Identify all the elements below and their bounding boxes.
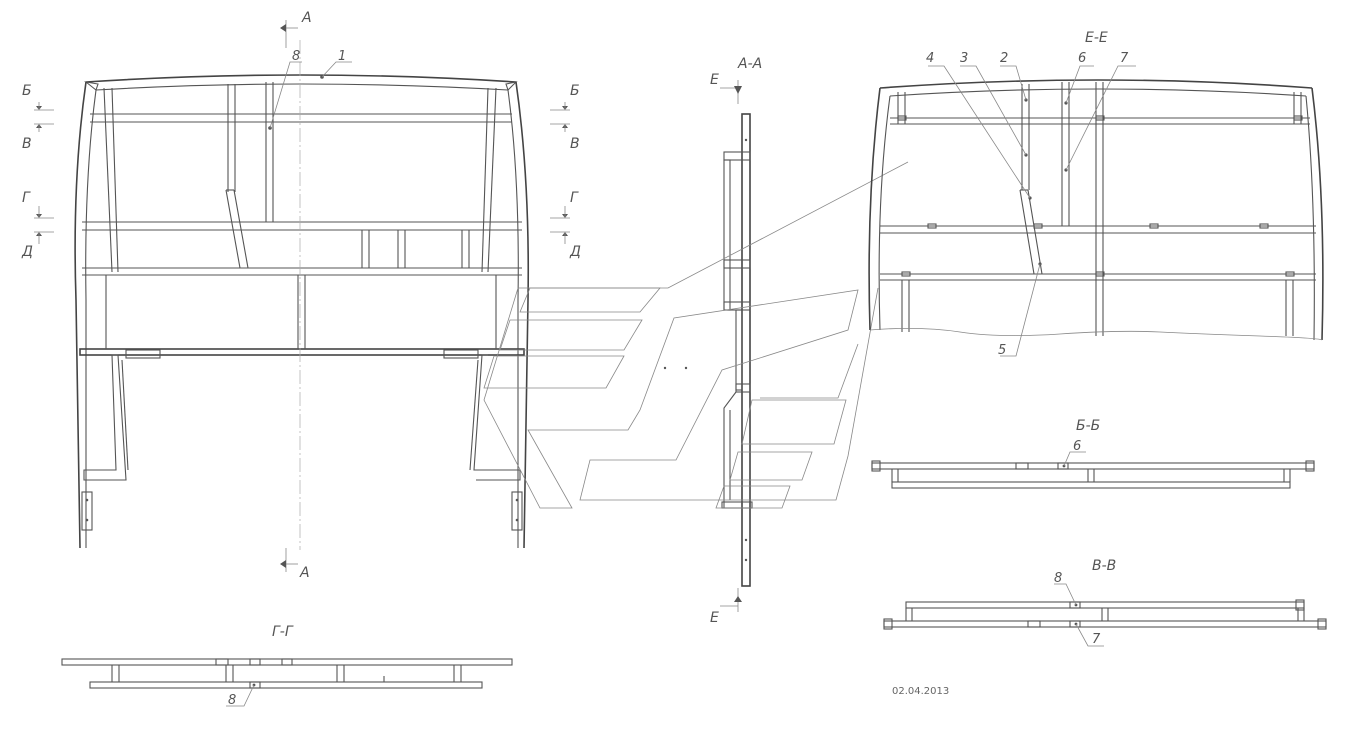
view-title-vv: В-В: [1092, 558, 1116, 574]
section-gg-view: [61, 658, 513, 707]
callout-4-ee: 4: [926, 51, 934, 66]
callout-8-front: 8: [292, 49, 300, 64]
section-mark-a-top: А: [301, 10, 312, 26]
callout-6-bb: 6: [1073, 439, 1081, 454]
callout-6-ee: 6: [1078, 51, 1086, 66]
section-aa-view: [483, 80, 909, 612]
section-mark-v-left: В: [22, 136, 32, 152]
callout-7-ee: 7: [1120, 51, 1129, 66]
section-ee-view: [868, 65, 1324, 357]
callout-7-vv: 7: [1092, 632, 1101, 647]
section-mark-d-left: Д: [21, 244, 33, 260]
view-title-gg: Г-Г: [272, 624, 294, 640]
callout-8-gg: 8: [228, 693, 236, 708]
section-bb-view: [871, 451, 1315, 489]
section-mark-a-bottom: А: [299, 565, 310, 581]
section-mark-e-top: Е: [710, 72, 719, 88]
view-title-ee: Е-Е: [1085, 30, 1108, 46]
callout-8-vv: 8: [1054, 571, 1062, 586]
section-vv-view: [883, 583, 1327, 647]
drawing-date: 02.04.2013: [892, 686, 949, 697]
section-mark-b-right: Б: [570, 83, 580, 99]
view-title-bb: Б-Б: [1076, 418, 1100, 434]
callout-2-ee: 2: [1000, 51, 1008, 66]
section-mark-g-left: Г: [22, 190, 31, 206]
section-mark-b-left: Б: [22, 83, 32, 99]
section-mark-v-right: В: [570, 136, 580, 152]
section-mark-g-right: Г: [570, 190, 579, 206]
view-title-aa: А-А: [737, 56, 762, 72]
callout-5-ee: 5: [998, 343, 1006, 358]
front-view: [34, 20, 570, 572]
callout-3-ee: 3: [960, 51, 968, 66]
callout-1-front: 1: [338, 49, 346, 64]
section-mark-d-right: Д: [569, 244, 581, 260]
section-mark-e-bottom: Е: [710, 610, 719, 626]
